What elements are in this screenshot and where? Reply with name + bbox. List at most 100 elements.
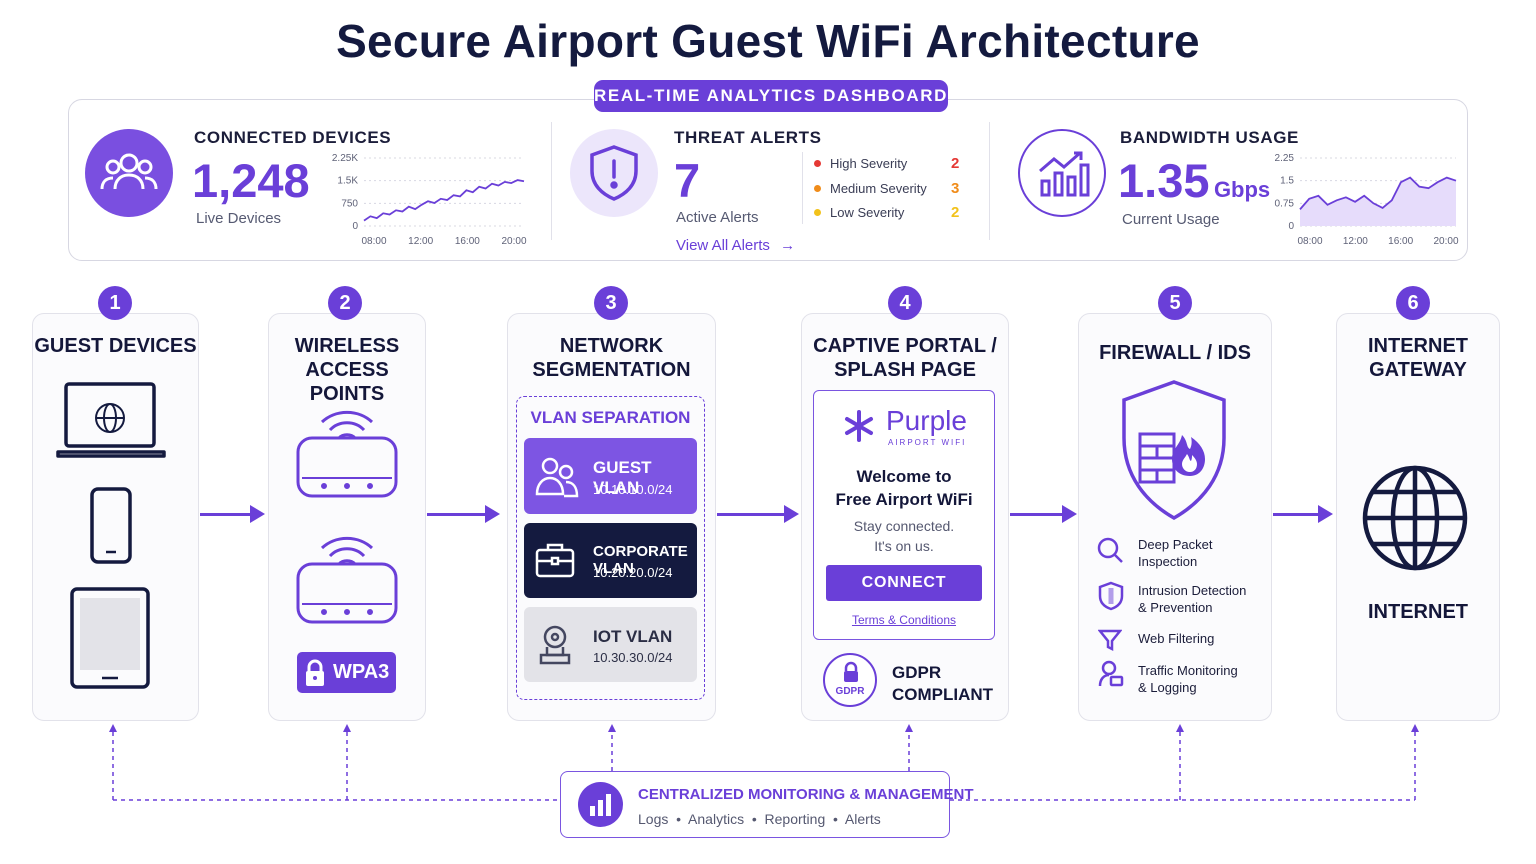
series-line: [1299, 176, 1457, 210]
vlan-name: CORPORATE VLAN: [593, 543, 688, 577]
portal-tagline: Stay connected.It's on us.: [853, 518, 955, 554]
user-monitor-icon: [1098, 660, 1124, 687]
centralized-monitoring-box: CENTRALIZED MONITORING & MANAGEMENT Logs…: [560, 771, 974, 838]
dashboard-title-pill: REAL-TIME ANALYTICS DASHBOARD: [594, 80, 948, 112]
x-tick-label: 16:00: [455, 236, 480, 246]
flow-arrow: [200, 513, 252, 516]
severity-dot: [814, 184, 821, 192]
gdpr-seal-icon: GDPR: [823, 653, 877, 707]
severity-dot: [814, 160, 821, 167]
firewall-feature: Traffic Monitoring& Logging: [1096, 660, 1266, 702]
vlan-subnet: 10.30.30.0/24: [593, 650, 673, 665]
flow-arrow-head: [1318, 505, 1333, 523]
globe-icon: [1361, 456, 1469, 585]
bandwidth-heading: BANDWIDTH USAGE: [1120, 128, 1299, 147]
internet-caption: INTERNET: [1368, 601, 1468, 623]
vlan-separation-group: [516, 396, 705, 700]
view-all-alerts-label: View All Alerts: [676, 237, 770, 254]
iot-camera-icon: [539, 625, 571, 665]
flow-arrow-head: [784, 505, 799, 523]
flow-arrow-head: [485, 505, 500, 523]
portal-brand-sub: AIRPORT WIFI: [888, 438, 967, 447]
corporate-vlan-box: CORPORATE VLAN 10.20.20.0/24: [524, 523, 697, 598]
series-line: [363, 179, 525, 222]
step-badge: 2: [328, 286, 362, 320]
wpa3-label: WPA3: [333, 661, 390, 683]
y-tick-label: 0.75: [1275, 198, 1295, 209]
vlan-name: IOT VLAN: [593, 627, 673, 646]
connected-devices-heading: CONNECTED DEVICES: [194, 128, 392, 147]
tablet-icon: [68, 586, 152, 695]
guest-vlan-box: GUEST VLAN 10.10.10.0/24: [524, 438, 697, 514]
y-tick-label: 0: [1288, 221, 1294, 232]
filter-icon: [1098, 629, 1122, 652]
step-title: FIREWALL / IDS: [1099, 342, 1251, 364]
terms-link[interactable]: Terms & Conditions: [851, 613, 957, 627]
purple-logo-icon: [845, 410, 873, 442]
step-badge: 3: [594, 286, 628, 320]
lock-icon: [844, 661, 858, 682]
severity-count: 3: [951, 179, 960, 197]
step-badge: 1: [98, 286, 132, 320]
users-icon: [85, 129, 173, 217]
bandwidth-value-group: 1.35 Gbps: [1118, 153, 1270, 208]
vlan-subnet: 10.20.20.0/24: [593, 565, 673, 580]
gdpr-seal-label: GDPR: [835, 686, 865, 697]
y-tick-label: 0: [352, 221, 358, 232]
laptop-icon: [55, 380, 167, 467]
bar-chart-icon: [578, 782, 623, 827]
wpa3-badge: WPA3: [297, 652, 396, 693]
monitoring-subtitle: Logs • Analytics • Reporting • Alerts: [638, 811, 881, 827]
analytics-dashboard: [68, 99, 1468, 261]
flow-arrow: [717, 513, 787, 516]
y-tick-label: 750: [341, 198, 358, 209]
shield-icon: [1098, 581, 1124, 611]
shield-alert-icon: [570, 129, 658, 217]
x-tick-label: 20:00: [1433, 236, 1458, 246]
severity-divider: [802, 152, 803, 224]
firewall-shield-icon: [1118, 378, 1230, 527]
smartphone-icon: [88, 486, 134, 571]
lock-icon: [306, 659, 324, 686]
monitoring-title: CENTRALIZED MONITORING & MANAGEMENT: [638, 786, 974, 803]
view-all-alerts-link[interactable]: View All Alerts →: [676, 237, 795, 254]
bandwidth-caption: Current Usage: [1122, 211, 1220, 228]
bandwidth-value: 1.35: [1118, 154, 1210, 207]
connected-devices-value: 1,248: [192, 154, 310, 207]
threat-alerts-caption: Active Alerts: [676, 209, 759, 226]
connect-button[interactable]: CONNECT: [826, 565, 982, 601]
access-point-icon: [292, 398, 402, 507]
y-tick-label: 2.25: [1275, 153, 1295, 164]
y-tick-label: 1.5: [1280, 176, 1294, 187]
severity-count: 2: [951, 155, 960, 172]
firewall-feature: Web Filtering: [1096, 629, 1266, 662]
portal-brand: Purple: [886, 405, 967, 436]
flow-arrow: [427, 513, 487, 516]
x-tick-label: 16:00: [1388, 236, 1413, 246]
flow-arrow-head: [250, 505, 265, 523]
firewall-feature: Intrusion Detection& Prevention: [1096, 581, 1266, 630]
step-badge: 4: [888, 286, 922, 320]
x-tick-label: 20:00: [501, 236, 526, 246]
access-point-icon: [292, 524, 402, 633]
y-tick-label: 1.5K: [337, 176, 358, 187]
series-area: [1300, 177, 1456, 226]
step-badge: 5: [1158, 286, 1192, 320]
dashboard-divider: [551, 122, 552, 240]
users-icon: [535, 457, 579, 498]
connected-devices-caption: Live Devices: [196, 210, 282, 227]
flow-arrow: [1010, 513, 1066, 516]
iot-vlan-box: IOT VLAN 10.30.30.0/24: [524, 607, 697, 682]
arrow-right-icon: →: [780, 237, 796, 254]
step-badge: 6: [1396, 286, 1430, 320]
